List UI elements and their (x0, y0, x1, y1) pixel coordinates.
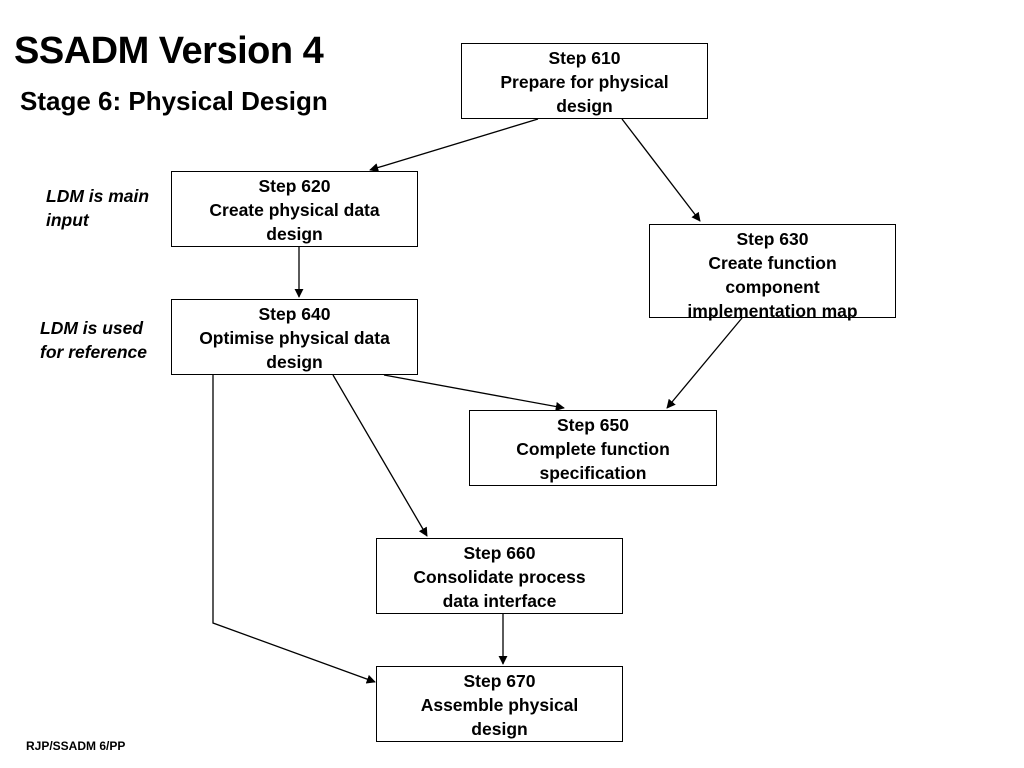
step-670-title: Assemble physical (420, 695, 579, 715)
arrow-640-to-650 (383, 374, 565, 411)
step-620-box: Step 620 Create physical data design (171, 171, 418, 247)
footer-reference: RJP/SSADM 6/PP (26, 739, 126, 753)
step-640-title-cont: design (266, 352, 323, 372)
arrow-630-to-650 (666, 317, 743, 409)
step-630-number: Step 630 (736, 229, 809, 249)
note-line: LDM is used (40, 318, 144, 338)
step-610-title-cont: design (556, 96, 613, 116)
step-620-number: Step 620 (258, 176, 331, 196)
step-610-number: Step 610 (548, 48, 621, 68)
page-subtitle: Stage 6: Physical Design (20, 86, 328, 116)
step-660-box: Step 660 Consolidate process data interf… (376, 538, 623, 614)
step-640-number: Step 640 (258, 304, 331, 324)
arrow-610-to-630 (621, 118, 701, 222)
ldm-main-input-note: LDM is main input (46, 184, 149, 232)
note-line: for reference (40, 342, 147, 362)
step-610-title: Prepare for physical (500, 72, 669, 92)
arrow-610-to-620 (369, 118, 539, 172)
step-670-number: Step 670 (463, 671, 536, 691)
step-610-box: Step 610 Prepare for physical design (461, 43, 708, 119)
step-620-title-cont: design (266, 224, 323, 244)
note-line: input (46, 210, 89, 230)
page-title: SSADM Version 4 (14, 30, 324, 72)
arrow-640-to-670 (212, 375, 376, 684)
step-670-title-cont: design (471, 719, 528, 739)
step-660-title: Consolidate process (413, 567, 586, 587)
step-660-number: Step 660 (463, 543, 536, 563)
step-630-title-cont: component (725, 277, 820, 297)
ldm-reference-note: LDM is used for reference (40, 316, 147, 364)
step-640-box: Step 640 Optimise physical data design (171, 299, 418, 375)
step-670-box: Step 670 Assemble physical design (376, 666, 623, 742)
step-640-title: Optimise physical data (199, 328, 390, 348)
step-650-number: Step 650 (557, 415, 629, 435)
step-660-title-cont: data interface (442, 591, 557, 611)
step-630-title: Create function (708, 253, 837, 273)
step-650-title-cont: specification (539, 463, 647, 483)
step-650-box: Step 650 Complete function specification (469, 410, 717, 486)
step-620-title: Create physical data (209, 200, 380, 220)
step-650-title: Complete function (516, 439, 670, 459)
arrow-640-to-660 (332, 374, 428, 537)
step-630-box: Step 630 Create function component imple… (649, 224, 896, 321)
step-630-title-end: implementation map (687, 301, 858, 321)
note-line: LDM is main (46, 186, 150, 206)
